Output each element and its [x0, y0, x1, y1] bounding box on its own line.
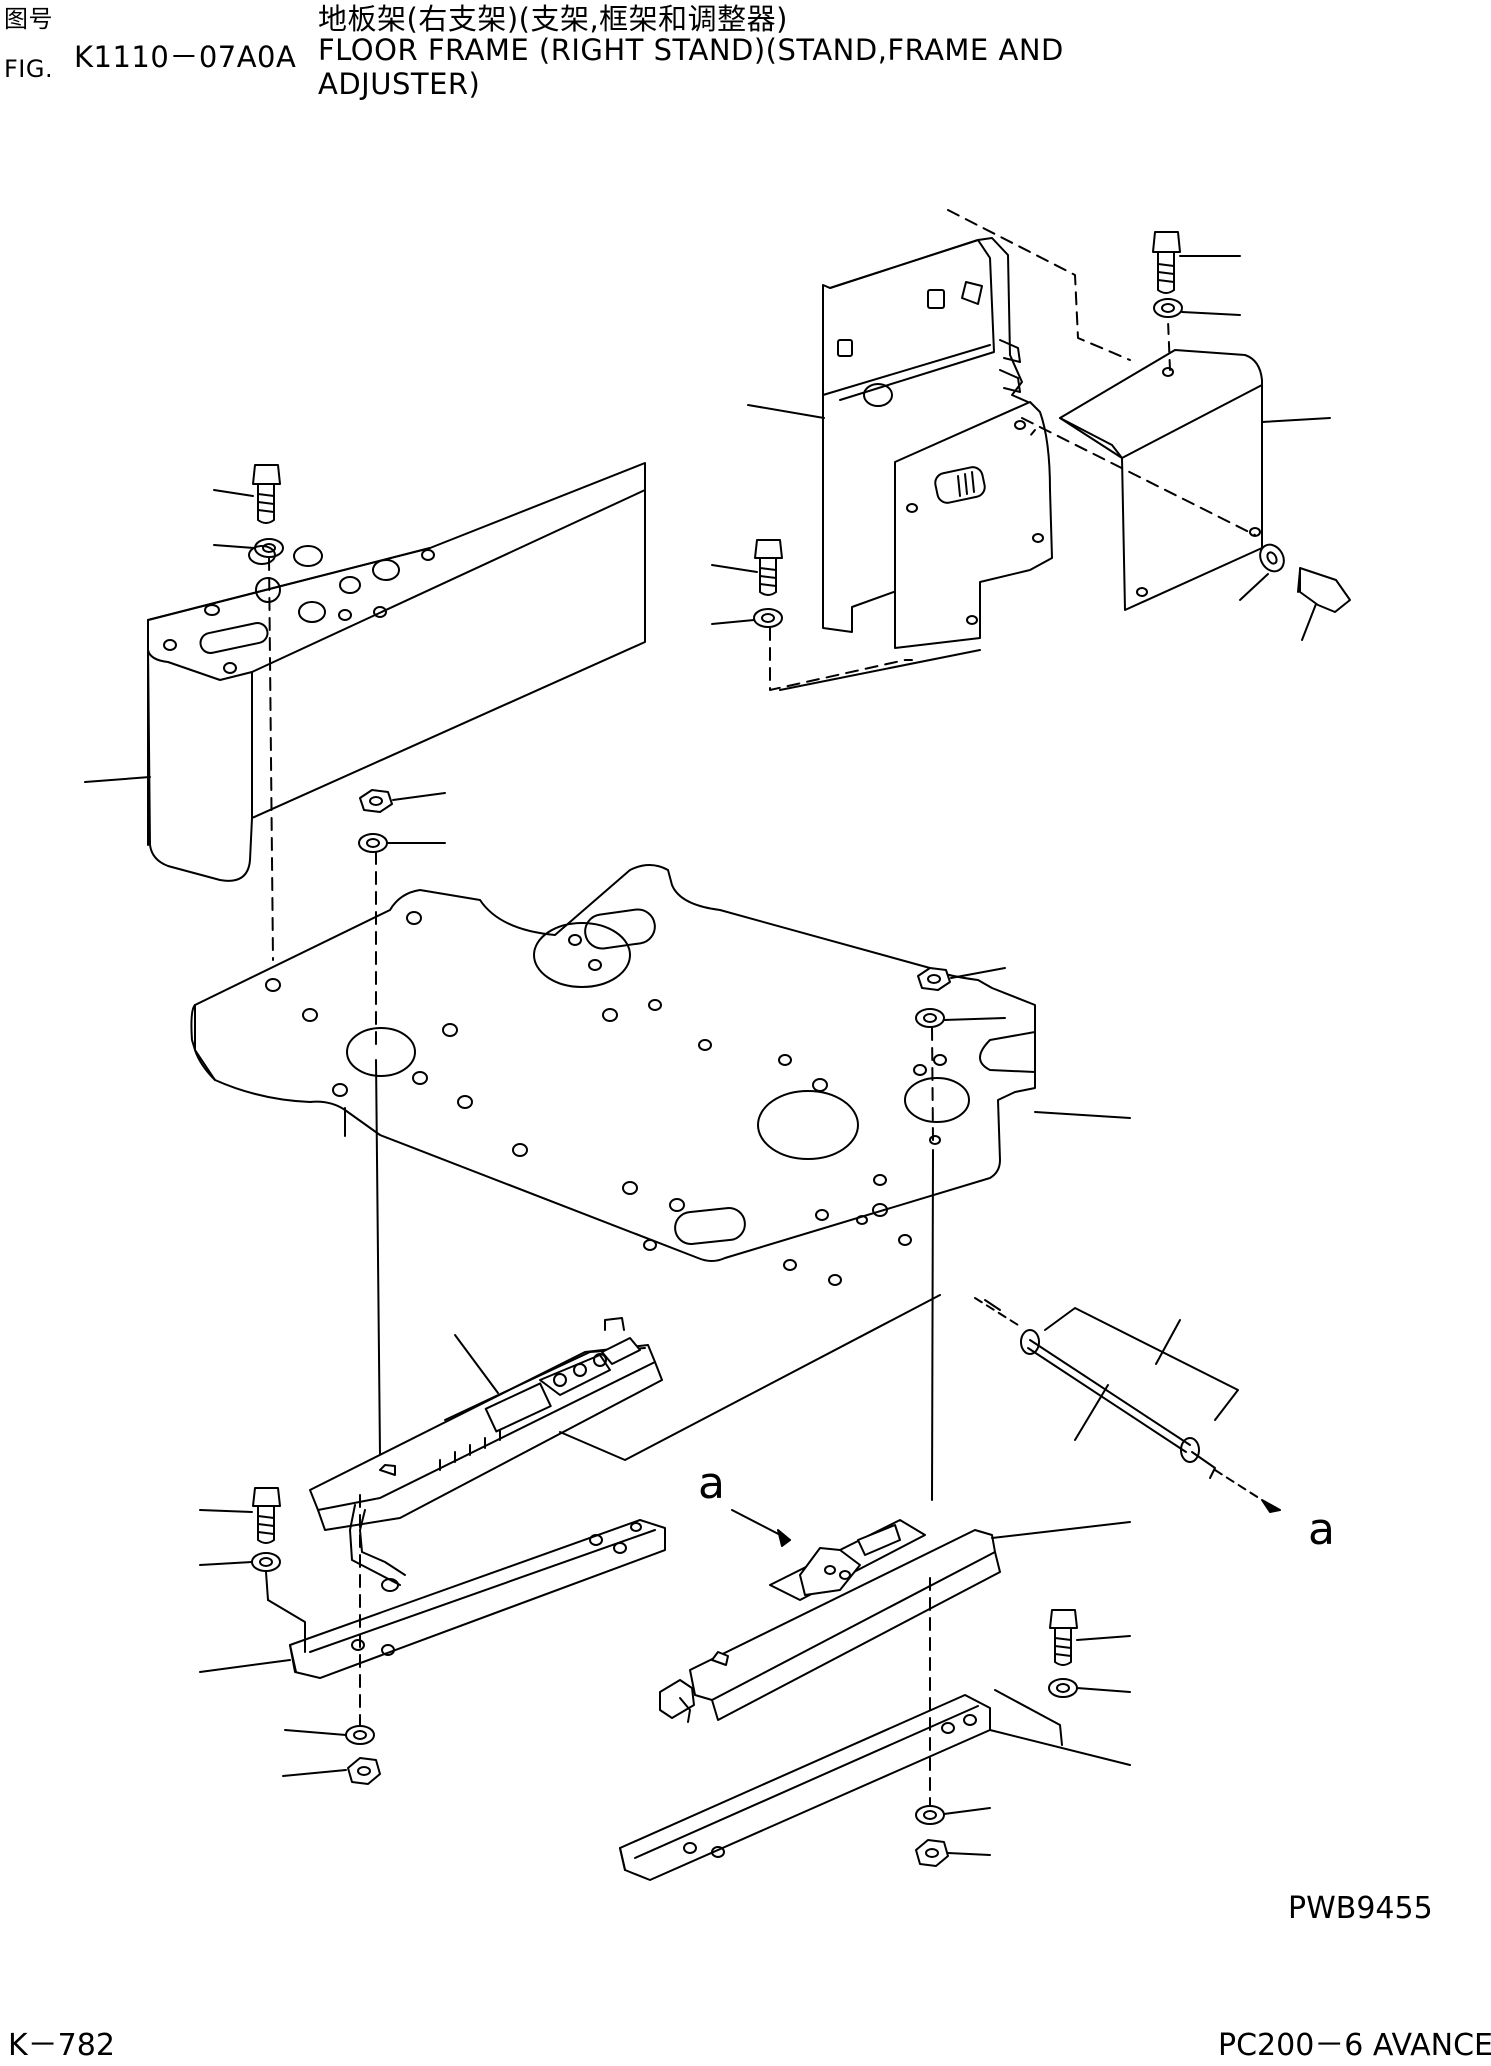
right-rail-washer: [1049, 1679, 1130, 1697]
right-cover-part: [1060, 350, 1262, 610]
callout-a-left: a: [698, 1458, 725, 1509]
plate-washer-right: [916, 1009, 1005, 1027]
model-name: PC200－6 AVANCE: [1218, 2028, 1491, 2063]
fig-label-cn: 图号: [4, 5, 53, 33]
plate-nut-right: [918, 968, 1005, 990]
upper-bracket-plate: [895, 402, 1052, 648]
page-number: K－782: [8, 2028, 115, 2063]
title-english-line1: FLOOR FRAME (RIGHT STAND)(STAND,FRAME AN…: [318, 33, 1064, 67]
left-rail-washer: [200, 1553, 280, 1571]
cover-side-bolt: [1240, 540, 1350, 640]
bracket-washer: [712, 609, 782, 627]
right-lower-washer: [916, 1806, 990, 1824]
right-adjuster-rail: [660, 1520, 1000, 1722]
title-chinese: 地板架(右支架)(支架,框架和调整器): [318, 2, 788, 36]
plate-washer-left: [359, 834, 445, 852]
right-lower-nut: [916, 1840, 990, 1866]
upper-right-washer: [1154, 299, 1240, 317]
left-stand-bolt: [214, 465, 280, 523]
upper-right-bolt: [1153, 232, 1240, 293]
right-rail-bolt: [1050, 1610, 1130, 1665]
left-lower-nut: [283, 1758, 380, 1784]
left-bottom-channel: [290, 1520, 665, 1678]
drawing-code: PWB9455: [1288, 1891, 1433, 1926]
left-lower-washer: [285, 1726, 374, 1744]
connecting-rod: [975, 1298, 1280, 1512]
left-rail-bolt: [200, 1488, 280, 1543]
left-adjuster-rail: [310, 1318, 662, 1591]
title-english-line2: ADJUSTER): [318, 67, 481, 101]
fig-number: K1110－07A0A: [74, 40, 297, 74]
callout-a-right: a: [1308, 1504, 1335, 1555]
floor-frame-plate: [191, 865, 1035, 1285]
left-stand-part: [148, 463, 645, 881]
bracket-bolt: [712, 540, 782, 595]
plate-nut-left: [360, 790, 445, 812]
fig-label-en: FIG.: [4, 55, 54, 83]
